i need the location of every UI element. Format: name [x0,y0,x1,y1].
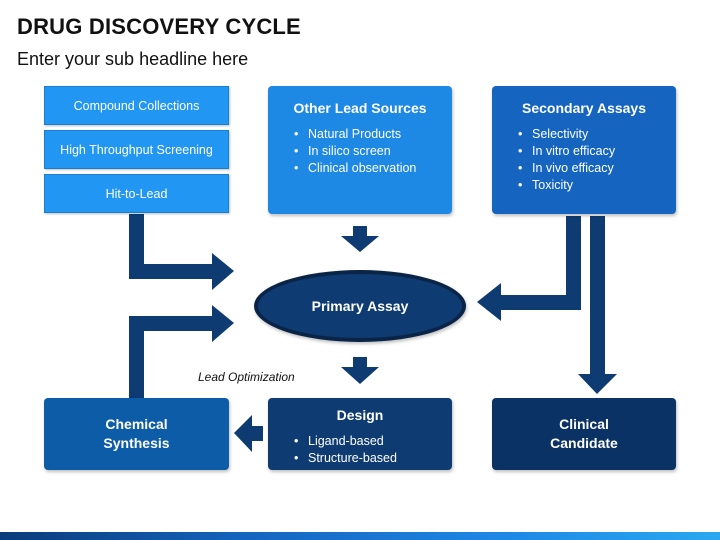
other-lead-sources-list: Natural Products In silico screen Clinic… [268,126,452,177]
arrow-clinical-head [578,374,617,394]
arrow-hit-to-lead-horizontal [129,264,213,279]
bottom-accent-bar [0,532,720,540]
secondary-assays-heading: Secondary Assays [522,100,646,116]
primary-assay-ellipse: Primary Assay [254,270,466,342]
chemical-synthesis-box: Chemical Synthesis [44,398,229,470]
arrow-design-to-synthesis-head [234,415,252,452]
arrow-other-lead-stem [353,226,367,238]
chemical-synthesis-label-line1: Chemical [105,416,168,432]
arrow-clinical-stem [590,216,605,376]
secondary-assays-card: Secondary Assays Selectivity In vitro ef… [492,86,676,214]
compound-collections-box: Compound Collections [44,86,229,125]
chemical-synthesis-label-line2: Synthesis [103,435,170,451]
list-item: Ligand-based [294,433,452,450]
hit-to-lead-box: Hit-to-Lead [44,174,229,213]
arrow-hit-to-lead-vertical [129,214,144,279]
clinical-candidate-label-line2: Candidate [550,435,618,451]
arrow-secondary-horizontal [500,295,581,310]
list-item: Natural Products [294,126,452,143]
arrow-synthesis-horizontal [129,316,213,331]
list-item: In silico screen [294,143,452,160]
arrow-primary-to-design-stem [353,357,367,368]
arrow-secondary-vertical [566,216,581,310]
arrow-design-to-synthesis-stem [251,426,263,441]
list-item: In vitro efficacy [518,143,676,160]
list-item: Selectivity [518,126,676,143]
design-heading: Design [336,407,384,423]
list-item: Clinical observation [294,160,452,177]
compound-collections-label: Compound Collections [73,98,200,113]
clinical-candidate-box: Clinical Candidate [492,398,676,470]
arrow-hit-to-lead-head [212,253,234,290]
list-item: Structure-based [294,450,452,467]
primary-assay-label: Primary Assay [311,298,409,314]
arrow-primary-to-design-head [341,367,379,384]
design-card: Design Ligand-based Structure-based [268,398,452,470]
clinical-candidate-label-line1: Clinical [559,416,609,432]
design-list: Ligand-based Structure-based [268,433,452,467]
arrow-synthesis-vertical [129,316,144,398]
high-throughput-screening-box: High Throughput Screening [44,130,229,169]
secondary-assays-list: Selectivity In vitro efficacy In vivo ef… [492,126,676,194]
other-lead-sources-card: Other Lead Sources Natural Products In s… [268,86,452,214]
list-item: Toxicity [518,177,676,194]
page-subtitle: Enter your sub headline here [17,49,249,69]
arrow-synthesis-head [212,305,234,342]
other-lead-sources-heading: Other Lead Sources [293,100,427,116]
arrow-secondary-head [477,283,501,321]
arrow-other-lead-head [341,236,379,252]
page-title: DRUG DISCOVERY CYCLE [17,14,301,39]
hit-to-lead-label: Hit-to-Lead [105,186,168,201]
lead-optimization-label: Lead Optimization [198,370,295,384]
list-item: In vivo efficacy [518,160,676,177]
high-throughput-screening-label: High Throughput Screening [60,142,213,157]
